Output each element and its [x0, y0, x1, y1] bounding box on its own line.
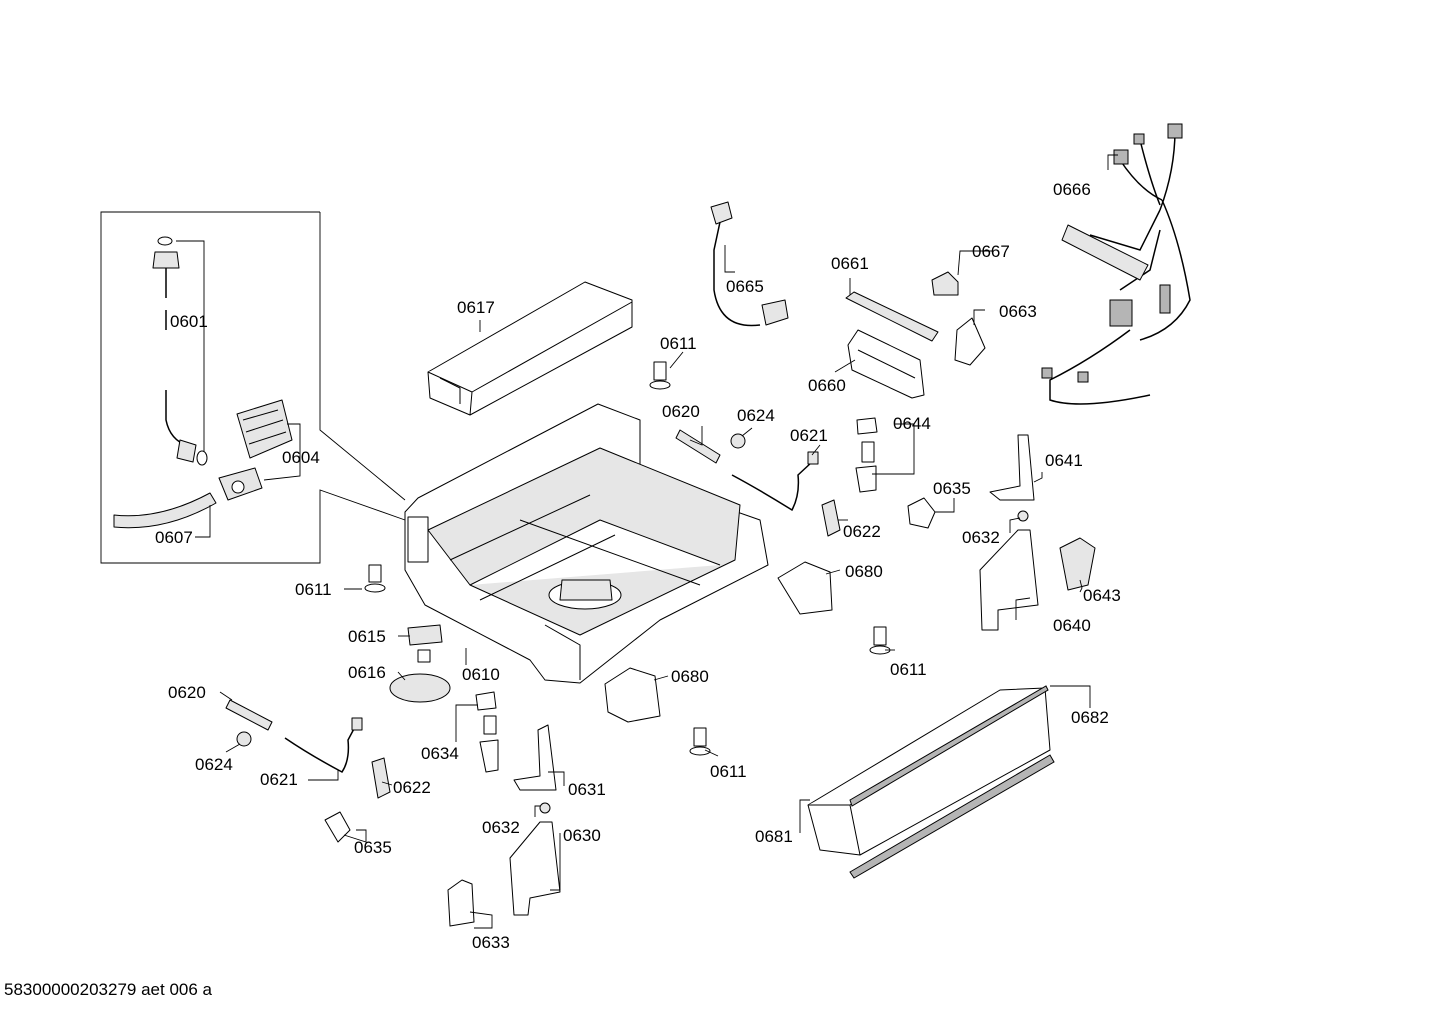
label-0617: 0617 — [457, 298, 495, 317]
label-0621-upper: 0621 — [790, 426, 828, 445]
leader-lines — [176, 154, 1118, 929]
hinge-plate-part — [509, 821, 561, 916]
label-0632-right: 0632 — [962, 528, 1000, 547]
label-0604: 0604 — [282, 448, 320, 467]
cap-part — [730, 433, 746, 449]
latch-part — [324, 811, 351, 843]
inlet-hose-connector-part — [152, 236, 208, 466]
label-0620-upper: 0620 — [662, 402, 700, 421]
label-0667: 0667 — [972, 242, 1010, 261]
label-0620-lower: 0620 — [168, 683, 206, 702]
hinge-bracket-part — [371, 757, 391, 799]
label-0610: 0610 — [462, 665, 500, 684]
clip-part — [855, 417, 878, 493]
label-0630: 0630 — [563, 826, 601, 845]
drawing-code: 58300000203279 aet 006 a — [4, 980, 212, 999]
plinth-panel-part — [807, 685, 1051, 856]
label-0634: 0634 — [421, 744, 459, 763]
hinge-plate-part — [979, 529, 1039, 631]
label-0665: 0665 — [726, 277, 764, 296]
label-0607: 0607 — [155, 528, 193, 547]
hinge-bracket-part — [821, 499, 841, 537]
spring-part — [225, 699, 273, 731]
label-0640: 0640 — [1053, 616, 1091, 635]
label-0611-right: 0611 — [890, 660, 927, 679]
control-housing-part — [847, 329, 925, 399]
label-0624-lower: 0624 — [195, 755, 233, 774]
label-0633: 0633 — [472, 933, 510, 952]
label-0661: 0661 — [831, 254, 869, 273]
small-cap-part — [931, 271, 959, 296]
spray-arm-disk-part — [389, 673, 451, 703]
plinth-seal-part — [849, 754, 1055, 879]
clip-part — [475, 691, 499, 773]
label-0611-lower: 0611 — [710, 762, 747, 781]
label-0680-upper: 0680 — [845, 562, 883, 581]
hinge-arm-part — [513, 724, 557, 791]
cover-cap-part — [407, 624, 443, 663]
label-0663: 0663 — [999, 302, 1037, 321]
part-labels: 0601 0604 0607 0610 0611 0611 0611 0611 … — [155, 180, 1121, 952]
valve-bracket-part — [218, 399, 293, 501]
label-0615: 0615 — [348, 627, 386, 646]
label-0601: 0601 — [170, 312, 208, 331]
label-0622-lower: 0622 — [393, 778, 431, 797]
door-lock-spring-part — [539, 802, 551, 814]
inset-box — [100, 211, 406, 564]
screw-part — [649, 361, 671, 390]
power-cord-part — [710, 201, 789, 327]
spring-part — [675, 429, 721, 464]
label-0622-upper: 0622 — [843, 522, 881, 541]
wiring-harness-part — [1041, 123, 1191, 405]
label-0624-upper: 0624 — [737, 406, 775, 425]
label-0643: 0643 — [1083, 586, 1121, 605]
holder-part — [954, 317, 986, 366]
label-0611-left: 0611 — [295, 580, 332, 599]
label-0616: 0616 — [348, 663, 386, 682]
label-0682: 0682 — [1071, 708, 1109, 727]
label-0644: 0644 — [893, 414, 931, 433]
screw-part — [364, 564, 386, 593]
label-0680-lower: 0680 — [671, 667, 709, 686]
connector-block-part — [1059, 537, 1096, 591]
side-cover-part — [777, 561, 833, 615]
label-0621-lower: 0621 — [260, 770, 298, 789]
label-0641: 0641 — [1045, 451, 1083, 470]
label-0666: 0666 — [1053, 180, 1091, 199]
label-0635-lower: 0635 — [354, 838, 392, 857]
label-0631: 0631 — [568, 780, 606, 799]
control-cover-part — [845, 291, 939, 342]
side-cover-part — [604, 667, 661, 723]
cap-part — [236, 731, 252, 747]
label-0632-lower: 0632 — [482, 818, 520, 837]
latch-part — [907, 497, 936, 529]
label-0660: 0660 — [808, 376, 846, 395]
hinge-arm-part — [989, 434, 1035, 501]
door-lock-spring-part — [1017, 510, 1029, 522]
cable-part — [284, 717, 363, 773]
label-0681: 0681 — [755, 827, 793, 846]
hose-part — [113, 492, 217, 529]
label-0635-right: 0635 — [933, 479, 971, 498]
cable-part — [731, 451, 819, 512]
screw-part — [869, 626, 891, 655]
screw-part — [689, 727, 711, 756]
base-tub-part — [404, 403, 769, 684]
bracket-part — [447, 879, 475, 927]
top-cover-part — [427, 281, 633, 416]
label-0611-upper: 0611 — [660, 334, 697, 353]
